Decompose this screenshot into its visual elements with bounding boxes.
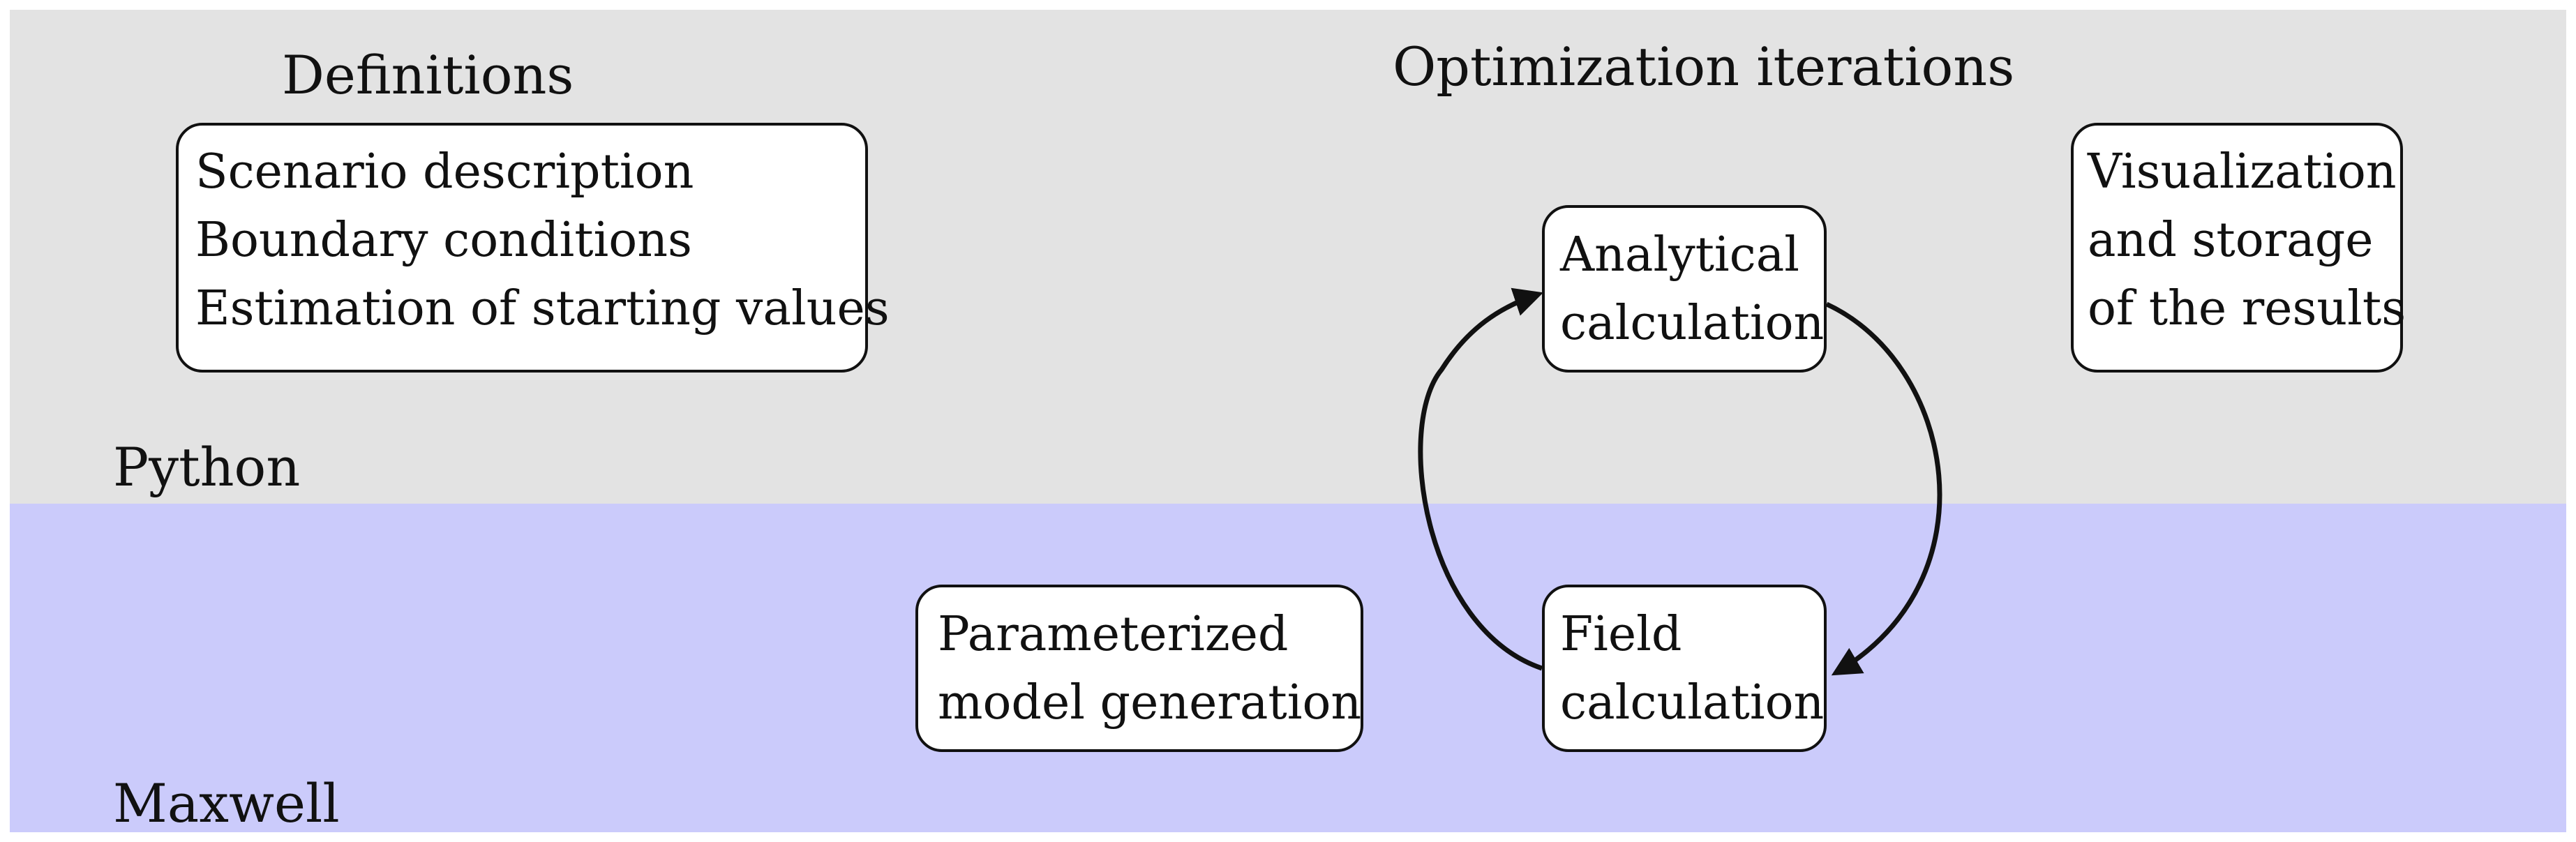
arrow-field-to-analytical [1418, 287, 1543, 671]
box-line: calculation [1560, 296, 1825, 351]
analytical-calculation-box: Analytical calculation [1542, 205, 1827, 373]
definitions-box: Scenario description Boundary conditions… [176, 123, 890, 373]
definitions-line: Scenario description [195, 144, 694, 200]
box-line: Parameterized [938, 607, 1289, 662]
field-calculation-box: Field calculation [1542, 585, 1827, 752]
visualization-box: Visualization and storage of the results [2071, 123, 2406, 373]
box-line: Visualization [2088, 144, 2397, 200]
box-line: of the results [2088, 281, 2406, 336]
python-label: Python [113, 436, 301, 498]
box-line: and storage [2088, 213, 2374, 268]
definitions-line: Estimation of starting values [195, 281, 890, 336]
box-line: calculation [1560, 675, 1825, 730]
optimization-heading: Optimization iterations [1393, 36, 2015, 98]
box-line: model generation [938, 675, 1362, 730]
arrow-analytical-to-field [1825, 301, 1942, 676]
box-line: Field [1560, 607, 1682, 662]
parameterized-model-box: Parameterized model generation [915, 585, 1363, 752]
maxwell-label: Maxwell [113, 772, 340, 834]
box-line: Analytical [1560, 227, 1800, 283]
definitions-heading: Definitions [282, 44, 574, 106]
definitions-line: Boundary conditions [195, 213, 692, 268]
